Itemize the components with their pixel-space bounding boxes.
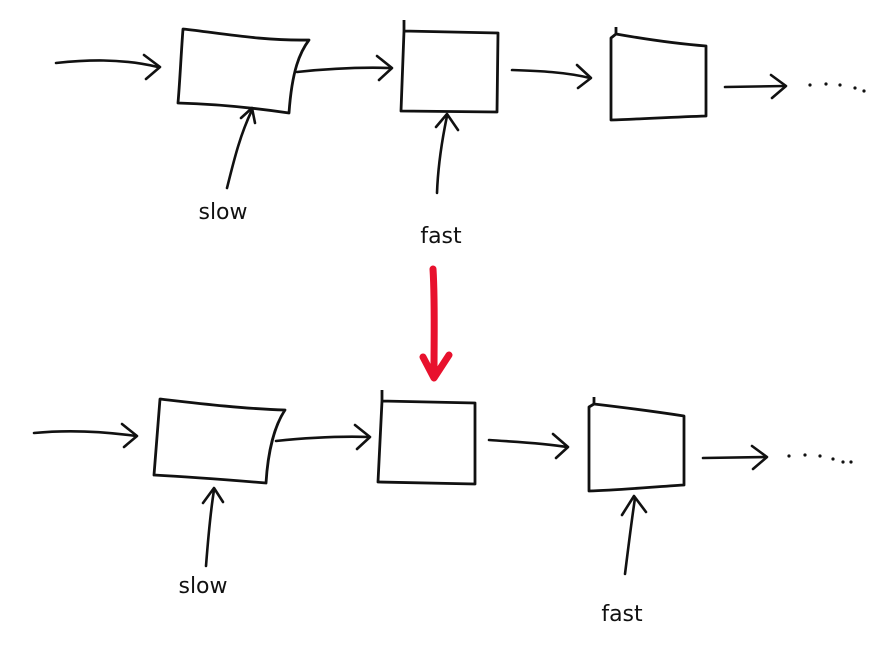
fast-pointer-arrow xyxy=(434,112,460,195)
row-before: slow fast xyxy=(54,20,866,249)
next-arrow-1 xyxy=(274,423,372,451)
slow-pointer-arrow xyxy=(201,486,225,568)
list-node-1 xyxy=(176,27,311,115)
slow-pointer-arrow xyxy=(225,106,257,190)
list-node-3 xyxy=(587,397,686,493)
next-arrow-2 xyxy=(510,63,593,90)
head-pointer-arrow xyxy=(54,53,162,81)
ellipsis-dots xyxy=(808,82,866,93)
list-node-3 xyxy=(609,27,708,122)
fast-label: fast xyxy=(601,602,643,627)
slow-label: slow xyxy=(198,200,247,225)
slow-label: slow xyxy=(178,574,227,599)
row-after: slow fast xyxy=(32,390,853,627)
next-arrow-1 xyxy=(295,54,394,82)
fast-pointer-arrow xyxy=(620,494,648,576)
list-node-2 xyxy=(399,20,500,114)
next-arrow-2 xyxy=(487,432,570,460)
head-pointer-arrow xyxy=(32,422,139,449)
next-arrow-3 xyxy=(701,444,769,471)
fast-label: fast xyxy=(420,224,462,249)
next-arrow-3 xyxy=(723,73,788,100)
list-node-2 xyxy=(376,390,477,486)
ellipsis-dots xyxy=(787,453,853,464)
list-node-1 xyxy=(152,397,287,485)
transition-arrow xyxy=(419,265,453,382)
